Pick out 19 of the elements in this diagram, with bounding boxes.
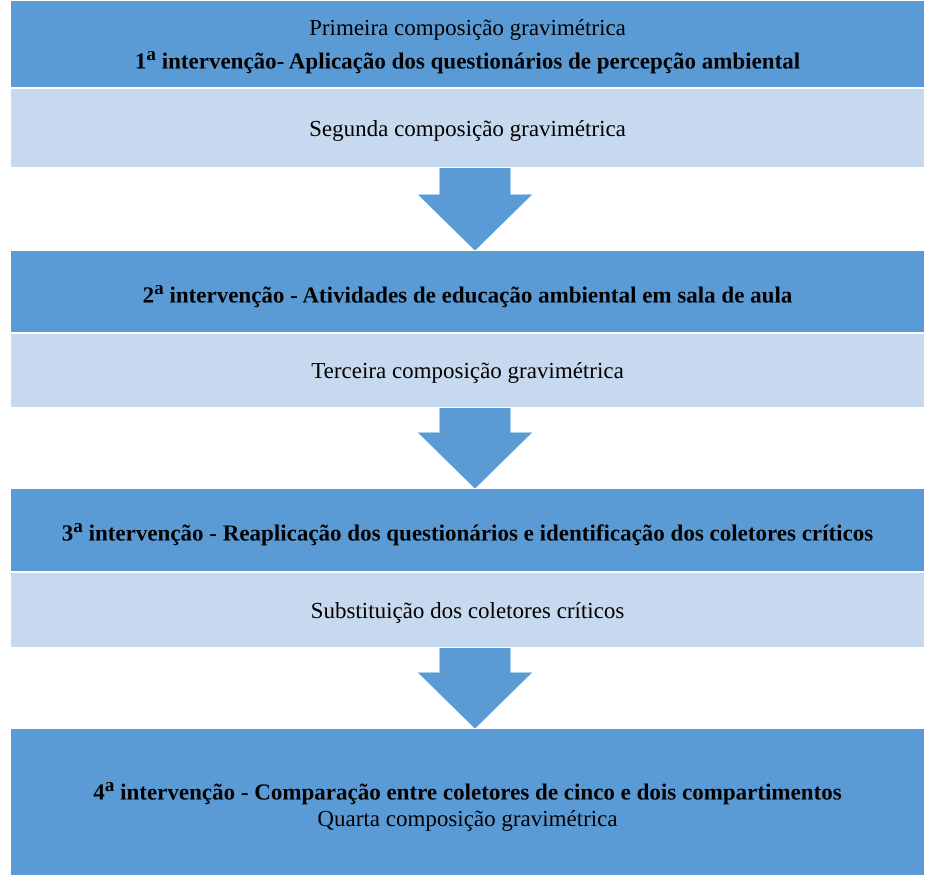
down-arrow <box>418 168 532 251</box>
stage-heading: 2$^{a}$ intervenção - Atividades de educação ambiental em sala de aula <box>142 276 792 308</box>
stage-band <box>10 250 925 333</box>
stage-band <box>10 728 925 876</box>
down-arrow <box>418 408 532 489</box>
stage-heading: 1$^{a}$ intervenção- Aplicação dos questionários de percepção ambiental <box>134 42 800 74</box>
step-text: Primeira composição gravimétrica <box>309 14 626 41</box>
step-text: Substituição dos coletores críticos <box>310 596 624 624</box>
step-text: Terceira composição gravimétrica <box>311 357 624 384</box>
stage-heading: 3$^{a}$ intervenção - Reaplicação dos questionários e identificação dos coletores críticos <box>62 515 874 547</box>
stage-band <box>10 488 925 572</box>
step-band <box>10 333 925 408</box>
step-text: Quarta composição gravimétrica <box>317 805 618 832</box>
step-text: Segunda composição gravimétrica <box>309 114 626 142</box>
step-band <box>10 572 925 648</box>
down-arrow <box>418 648 532 729</box>
stage-heading: 4$^{a}$ intervenção - Comparação entre coletores de cinco e dois compartimentos <box>93 774 842 806</box>
stage-band <box>10 0 925 88</box>
step-band <box>10 88 925 168</box>
